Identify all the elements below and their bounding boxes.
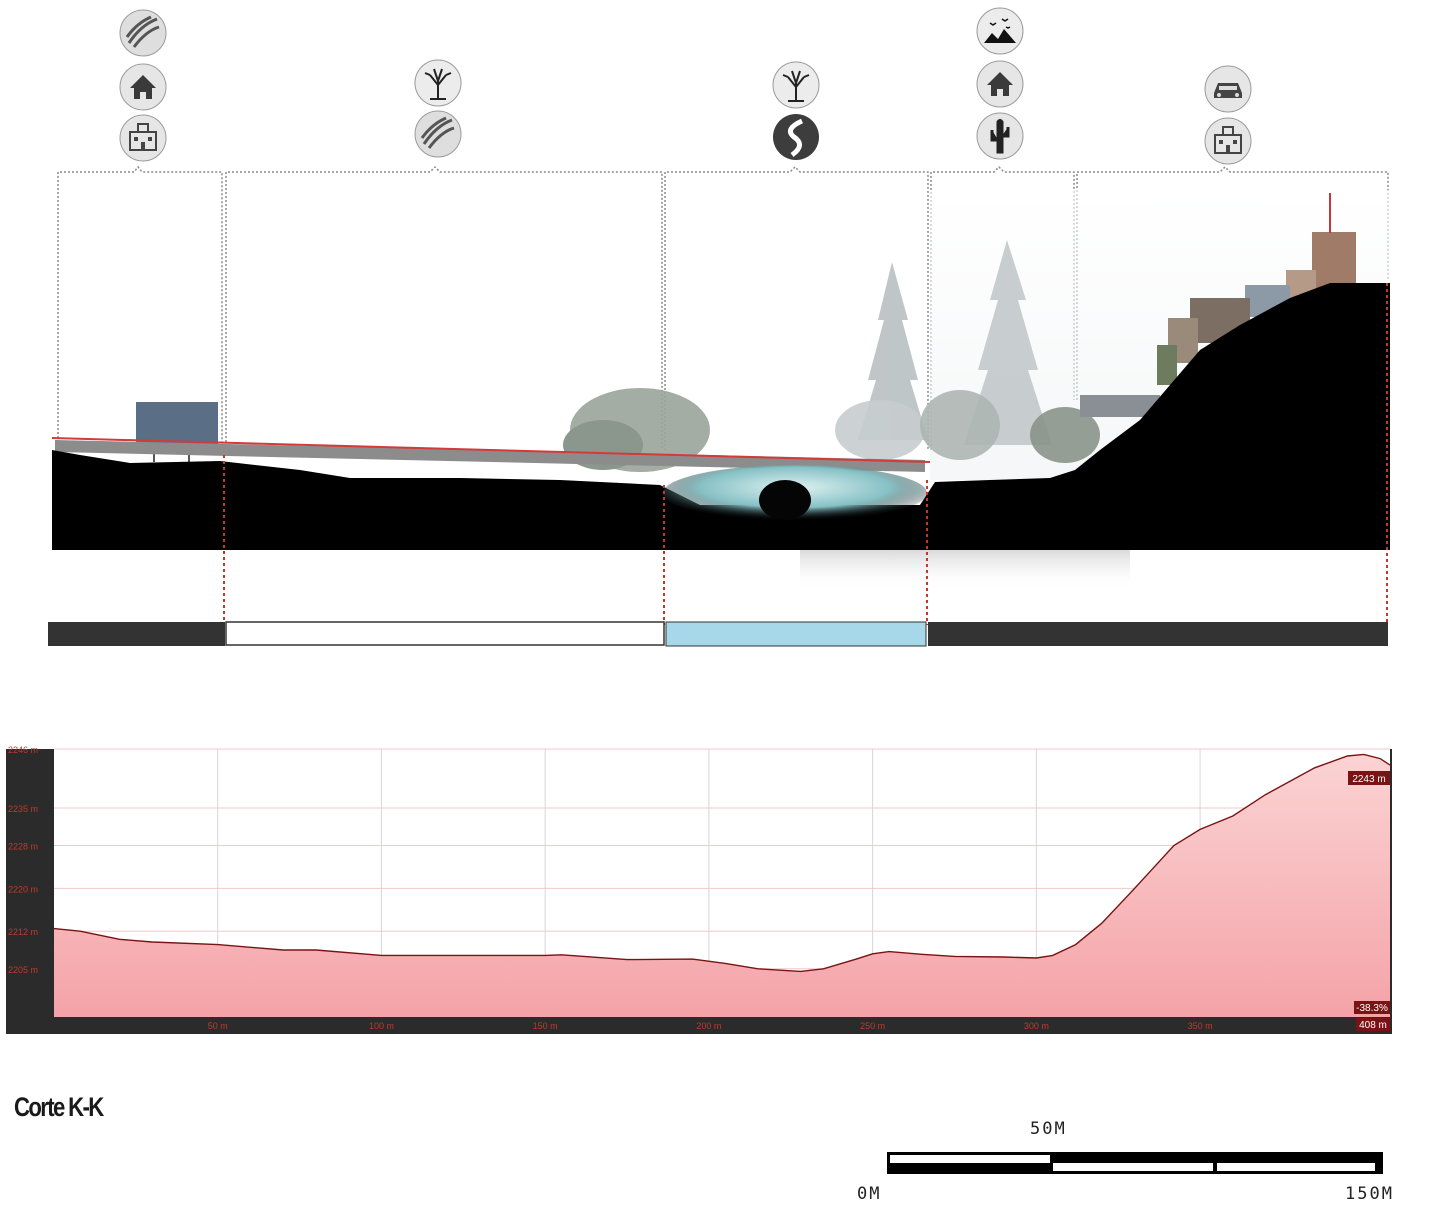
x-tick-label: 150 m xyxy=(533,1021,558,1031)
x-tick-label: 300 m xyxy=(1024,1021,1049,1031)
y-tick-label: 2220 m xyxy=(8,884,38,894)
elevation-profile-chart: 2246 m 2235 m 2228 m 2220 m 2212 m 2205 m 50 … xyxy=(6,745,1392,1034)
x-tick-label: 200 m xyxy=(696,1021,721,1031)
field-icon xyxy=(414,110,462,158)
site-section-drawing xyxy=(48,7,1390,647)
icon-group-3 xyxy=(772,61,820,160)
cactus-icon xyxy=(976,112,1024,160)
building-icon xyxy=(1204,117,1252,165)
zone-bar xyxy=(48,621,1388,647)
y-tick-label: 2235 m xyxy=(8,804,38,814)
distance-badge: 408 m xyxy=(1356,1018,1390,1031)
elevation-line xyxy=(53,753,1391,973)
end-elevation-badge: 2243 m xyxy=(1348,771,1390,785)
scale-top-label: 50M xyxy=(1030,1119,1067,1139)
grade-badge: -38.3% xyxy=(1354,1001,1390,1014)
scale-bar xyxy=(887,1152,1383,1174)
zone-brackets xyxy=(57,165,1389,450)
y-tick-label: 2246 m xyxy=(8,745,38,755)
car-icon xyxy=(1204,65,1252,113)
house-icon xyxy=(976,60,1024,108)
icon-group-2 xyxy=(414,59,462,158)
field-icon xyxy=(119,9,167,57)
built-zone xyxy=(48,622,225,646)
y-axis-ticks: 2246 m 2235 m 2228 m 2220 m 2212 m 2205 m xyxy=(8,745,38,975)
y-tick-label: 2228 m xyxy=(8,841,38,851)
x-tick-label: 100 m xyxy=(369,1021,394,1031)
tree-icon xyxy=(772,61,820,109)
section-title: Corte K-K xyxy=(14,1092,104,1122)
y-tick-label: 2212 m xyxy=(8,927,38,937)
scale-left-label: 0M xyxy=(857,1184,882,1204)
pine-tree xyxy=(858,240,1052,445)
terrain-silhouette xyxy=(52,283,1390,550)
scale-right-label: 150M xyxy=(1345,1184,1394,1204)
zone-dividers xyxy=(223,283,1388,625)
icon-group-1 xyxy=(119,9,167,162)
icon-group-5 xyxy=(1204,65,1252,165)
end-elevation-label: 2243 m xyxy=(1352,774,1385,785)
house-icon xyxy=(119,63,167,111)
river-rock xyxy=(759,480,811,520)
y-tick-label: 2205 m xyxy=(8,965,38,975)
birds-icon xyxy=(976,7,1024,55)
river-icon xyxy=(773,114,819,160)
road-deck xyxy=(55,440,925,472)
building-icon xyxy=(119,114,167,162)
road-line xyxy=(51,437,931,463)
billboard xyxy=(136,402,218,462)
tree-icon xyxy=(414,59,462,107)
icon-group-4 xyxy=(976,7,1024,160)
grade-label: -38.3% xyxy=(1356,1003,1388,1014)
river-zone xyxy=(665,621,927,647)
ground-shadow xyxy=(800,550,1130,590)
x-axis-ticks: 50 m 100 m 150 m 200 m 250 m 300 m 350 m xyxy=(208,1021,1213,1031)
agricultural-zone xyxy=(225,621,665,646)
urban-zone xyxy=(928,622,1388,646)
distance-label: 408 m xyxy=(1359,1020,1387,1031)
elevation-area xyxy=(54,754,1390,1017)
x-tick-label: 50 m xyxy=(208,1021,228,1031)
x-tick-label: 350 m xyxy=(1188,1021,1213,1031)
x-tick-label: 250 m xyxy=(860,1021,885,1031)
